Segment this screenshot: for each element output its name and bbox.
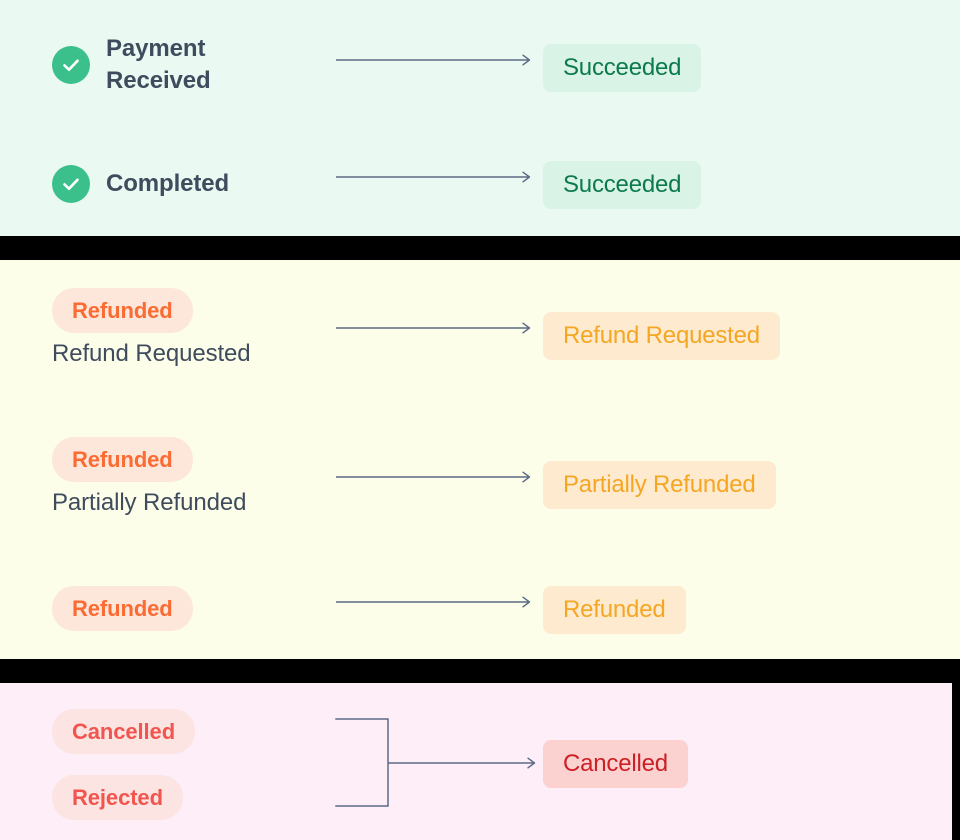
row-rejected: Rejected xyxy=(52,775,183,821)
section-divider-2 xyxy=(0,659,960,683)
source-pill-refunded: Refunded xyxy=(52,437,193,483)
row-refunded: Refunded xyxy=(52,586,193,632)
check-circle-icon xyxy=(52,165,90,203)
status-badge-succeeded-payment: Succeeded xyxy=(543,44,702,92)
source-pill-cancelled: Cancelled xyxy=(52,709,196,755)
step-title-line-1: Payment xyxy=(106,35,206,62)
source-label-partially-refunded: Partially Refunded xyxy=(52,489,247,517)
status-badge-refunded: Refunded xyxy=(543,586,686,634)
row-partially-refunded: Refunded Partially Refunded xyxy=(52,437,246,518)
step-title-line-2: Received xyxy=(106,66,211,94)
source-pill-rejected: Rejected xyxy=(52,775,183,821)
section-divider-1 xyxy=(0,236,960,260)
source-pill-refunded: Refunded xyxy=(52,586,193,632)
row-completed: Completed xyxy=(52,165,229,203)
status-badge-partially-refunded: Partially Refunded xyxy=(543,461,776,509)
source-pill-refunded: Refunded xyxy=(52,288,193,334)
section-success-background xyxy=(0,0,960,236)
status-badge-cancelled: Cancelled xyxy=(543,740,688,788)
check-circle-icon xyxy=(52,45,90,84)
status-badge-succeeded-completed: Succeeded xyxy=(543,161,702,209)
step-title-completed: Completed xyxy=(106,170,230,198)
row-cancelled: Cancelled xyxy=(52,709,196,755)
status-badge-refund-requested: Refund Requested xyxy=(543,312,780,360)
source-label-refund-requested: Refund Requested xyxy=(52,340,251,368)
row-refund-requested: Refunded Refund Requested xyxy=(52,288,251,369)
